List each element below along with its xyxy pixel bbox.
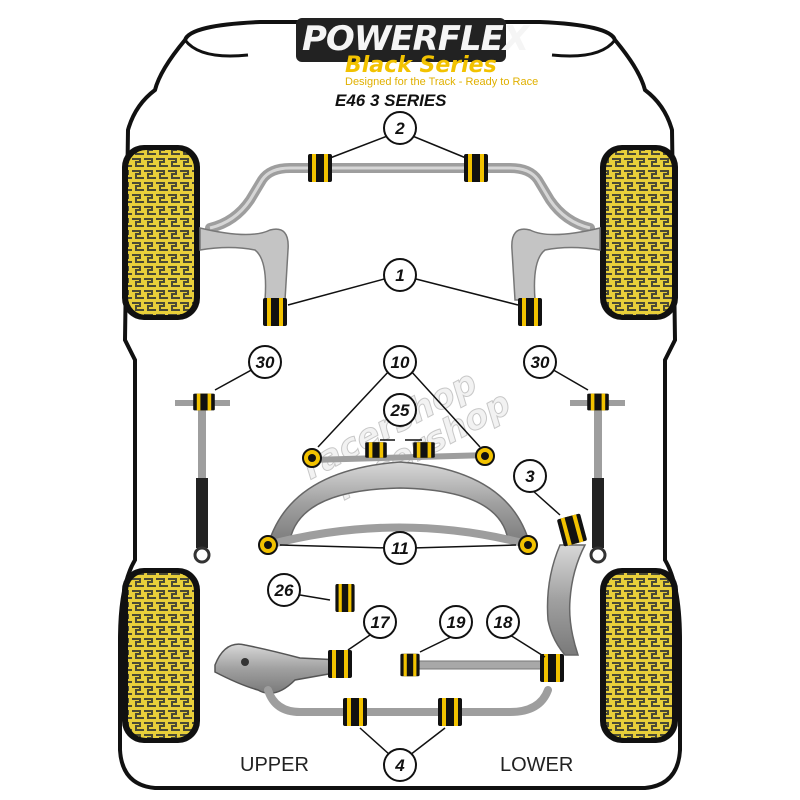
callout-3: 3 — [513, 459, 547, 493]
rear-anti-roll-bar — [264, 686, 552, 716]
front-wishbone-left — [199, 227, 289, 301]
bush-25-right — [413, 442, 435, 458]
ring-10-left — [302, 448, 322, 468]
bush-18 — [540, 654, 564, 682]
callout-2: 2 — [383, 111, 417, 145]
bush-4-left — [343, 698, 367, 726]
callout-17: 17 — [363, 605, 397, 639]
svg-text:26: 26 — [274, 581, 294, 600]
bush-3 — [556, 513, 588, 547]
svg-text:11: 11 — [391, 539, 409, 558]
callout-26: 26 — [267, 573, 301, 607]
ring-11-right — [518, 535, 538, 555]
front-wishbone-right — [511, 227, 601, 301]
rear-trailing-arm — [546, 544, 587, 656]
rear-upper-arm — [214, 643, 341, 695]
bush-4-right — [438, 698, 462, 726]
ring-10-right — [475, 446, 495, 466]
model-title: E46 3 SERIES — [335, 91, 447, 110]
bush-2-right — [464, 154, 488, 182]
callout-30-right: 30 — [523, 345, 557, 379]
bush-1-left — [263, 298, 287, 326]
label-lower: LOWER — [500, 754, 573, 776]
strut-right — [570, 393, 625, 564]
bush-25-left — [365, 442, 387, 458]
bush-1-right — [518, 298, 542, 326]
tyre-rear-left — [122, 568, 200, 743]
bush-26 — [335, 584, 355, 612]
leader-lines — [214, 134, 589, 756]
tyre-front-right — [600, 145, 678, 320]
svg-text:17: 17 — [371, 613, 391, 632]
bonnet-line-right — [551, 39, 617, 58]
callout-1: 1 — [383, 258, 417, 292]
tyre-rear-right — [600, 568, 678, 743]
subframe-lower-bar — [266, 523, 532, 549]
car-body-outline — [118, 20, 682, 790]
tyre-front-left — [122, 145, 200, 320]
bush-17 — [328, 650, 352, 678]
svg-text:3: 3 — [525, 467, 535, 486]
callout-10: 10 — [383, 345, 417, 379]
bush-2-left — [308, 154, 332, 182]
svg-text:2: 2 — [394, 119, 405, 138]
svg-text:19: 19 — [447, 613, 466, 632]
callout-19: 19 — [439, 605, 473, 639]
svg-text:30: 30 — [531, 353, 550, 372]
callout-11: 11 — [383, 531, 417, 565]
subframe-top-bar — [309, 452, 491, 463]
rear-toe-arm — [409, 660, 551, 670]
callout-30-left: 30 — [248, 345, 282, 379]
svg-text:10: 10 — [391, 353, 410, 372]
svg-text:18: 18 — [494, 613, 513, 632]
ring-11-left — [258, 535, 278, 555]
svg-text:30: 30 — [256, 353, 275, 372]
brand-name: POWERFLEX — [302, 19, 531, 59]
label-upper: UPPER — [240, 754, 309, 776]
callout-18: 18 — [486, 605, 520, 639]
brand-tagline: Designed for the Track - Ready to Race — [345, 76, 538, 88]
brand-series: Black Series — [345, 53, 497, 78]
callout-4: 4 — [383, 748, 417, 782]
strut-left — [175, 393, 230, 564]
bush-19 — [400, 653, 420, 677]
front-anti-roll-bar — [205, 163, 595, 233]
svg-text:25: 25 — [390, 401, 410, 420]
callout-25: 25 — [383, 393, 417, 427]
bonnet-line-left — [183, 39, 249, 58]
powerflex-logo: POWERFLEX Black Series Designed for the … — [296, 18, 538, 88]
svg-text:1: 1 — [395, 266, 404, 285]
svg-text:4: 4 — [394, 756, 405, 775]
